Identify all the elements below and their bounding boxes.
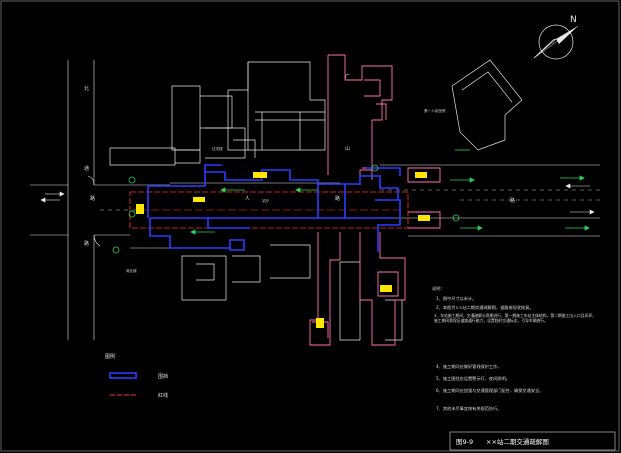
- compass-north-label: N: [570, 15, 577, 25]
- legend-enclosure-swatch: [109, 372, 137, 379]
- note-item-1: 1、图中尺寸以米计。: [436, 295, 476, 302]
- figure-number: 图9-9: [456, 438, 473, 446]
- road-label-v-bottom: 路: [84, 240, 89, 247]
- building-label-station-hall: 站厅: [262, 198, 270, 203]
- roads: [30, 60, 600, 340]
- note-item-5: 5、施工围挡应设置警示灯，夜间照明。: [436, 375, 510, 382]
- compass-rose: N: [533, 15, 579, 60]
- drawing-title: ××站二期交通疏解图: [486, 437, 549, 446]
- cross-road-label-3: 山: [345, 145, 350, 152]
- cross-road-label-1: 人: [245, 196, 250, 202]
- cross-road-label-4: 路: [335, 195, 340, 202]
- buildings: [109, 59, 523, 341]
- note-item-6: 6、施工期间应加强与交通管理部门配合，确保交通安全。: [436, 387, 543, 394]
- road-label-v-top: 北: [84, 85, 89, 92]
- title-block: 图9-9 ××站二期交通疏解图: [449, 431, 616, 451]
- red-line: [129, 191, 409, 229]
- legend-enclosure-label: 围挡: [158, 373, 168, 380]
- building-label-residential: 住宅楼: [212, 146, 223, 151]
- road-label-v-mid: 通: [84, 165, 89, 172]
- legend-red-line-label: 红线: [158, 392, 168, 399]
- cross-road-label-2: 广: [345, 73, 350, 80]
- traffic-arrows: [112, 149, 590, 254]
- notes-heading: 说明：: [432, 285, 445, 292]
- notes-block: 说明： 1、图中尺寸以米计。 2、本图为××站二期交通疏解图，道路按现状恢复。 …: [432, 285, 596, 412]
- note-item-2: 2、本图为××站二期交通疏解图，道路按现状恢复。: [436, 304, 534, 311]
- yellow-markers: [136, 172, 430, 328]
- road-label-h-right: 路: [510, 197, 515, 204]
- note-item-7: 7、其他未尽事宜按有关规范执行。: [436, 405, 501, 412]
- building-label-hospital: 第一人民医院: [424, 108, 446, 113]
- road-direction-arrows: [40, 183, 595, 215]
- enclosure-fence: [147, 164, 401, 252]
- building-label-commercial: 商业楼: [126, 268, 137, 273]
- road-label-h-left: 路: [90, 195, 95, 202]
- building-labels: 第一人民医院 住宅楼 商业楼 站厅: [126, 108, 446, 273]
- legend-heading: 图例: [105, 353, 115, 360]
- street-labels: 北 通 路 路 路 人 广 山 路: [84, 73, 515, 247]
- note-item-4: 4、施工期间应做好管线保护工作。: [436, 363, 501, 370]
- legend: 图例 围挡 红线: [105, 353, 168, 399]
- note-item-3: 3、车站施工期间，交通疏解分两期进行，第一期施工车站主体结构，第二期施工出入口及…: [434, 313, 596, 323]
